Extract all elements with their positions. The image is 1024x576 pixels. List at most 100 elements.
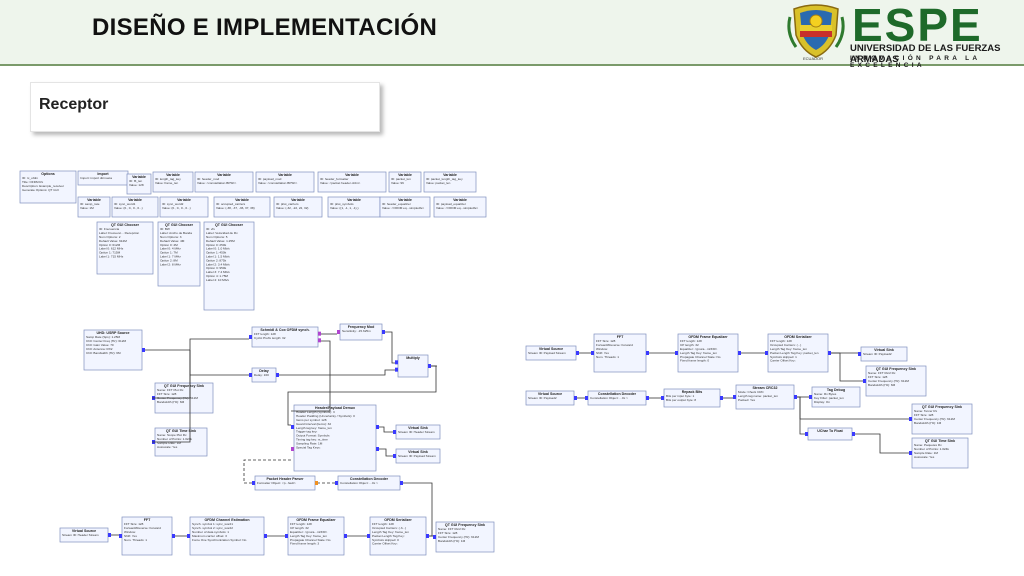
input-port[interactable] <box>393 454 396 458</box>
input-port[interactable] <box>858 352 861 356</box>
output-port[interactable] <box>794 395 797 399</box>
block-uchar[interactable]: UChar To Float <box>805 427 855 441</box>
output-port[interactable] <box>426 534 429 538</box>
input-port[interactable] <box>909 451 912 455</box>
output-port[interactable] <box>646 351 649 355</box>
output-port[interactable] <box>172 534 175 538</box>
input-port[interactable] <box>187 534 190 538</box>
output-port[interactable] <box>318 331 321 336</box>
output-port[interactable] <box>400 481 403 485</box>
input-port[interactable] <box>805 432 808 436</box>
input-port[interactable] <box>285 534 288 538</box>
output-port[interactable] <box>276 373 279 377</box>
input-port[interactable] <box>393 430 396 434</box>
input-port[interactable] <box>337 330 340 334</box>
input-port[interactable] <box>249 335 252 339</box>
input-port[interactable] <box>591 351 594 355</box>
input-port[interactable] <box>367 534 370 538</box>
input-port[interactable] <box>291 447 294 451</box>
output-port[interactable] <box>318 338 321 343</box>
input-port[interactable] <box>809 395 812 399</box>
output-port[interactable] <box>828 351 831 355</box>
output-port[interactable] <box>576 351 579 355</box>
output-port[interactable] <box>315 481 318 485</box>
output-port[interactable] <box>428 364 431 368</box>
input-port[interactable] <box>249 373 252 377</box>
output-port[interactable] <box>142 348 145 352</box>
output-port[interactable] <box>720 396 723 400</box>
input-port[interactable] <box>863 379 866 383</box>
input-port[interactable] <box>335 481 338 485</box>
block-multiply[interactable]: Multiply <box>395 354 431 378</box>
output-port[interactable] <box>738 351 741 355</box>
output-port[interactable] <box>646 396 649 400</box>
input-port[interactable] <box>119 534 122 538</box>
input-port[interactable] <box>433 535 436 539</box>
input-port[interactable] <box>909 417 912 421</box>
input-port[interactable] <box>395 367 398 372</box>
input-port[interactable] <box>585 396 588 400</box>
input-port[interactable] <box>395 360 398 365</box>
output-port[interactable] <box>264 534 267 538</box>
output-port[interactable] <box>344 534 347 538</box>
output-port[interactable] <box>382 330 385 334</box>
input-port[interactable] <box>765 351 768 355</box>
output-port[interactable] <box>108 533 111 537</box>
input-port[interactable] <box>291 425 294 429</box>
output-port[interactable] <box>376 447 379 451</box>
input-port[interactable] <box>252 481 255 485</box>
input-port[interactable] <box>661 396 664 400</box>
input-port[interactable] <box>733 395 736 399</box>
output-port[interactable] <box>574 396 577 400</box>
output-port[interactable] <box>852 432 855 436</box>
output-port[interactable] <box>376 425 379 429</box>
block-schmidl[interactable]: Schmidl & Cox OFDM synch.FFT length: 128… <box>249 326 321 348</box>
